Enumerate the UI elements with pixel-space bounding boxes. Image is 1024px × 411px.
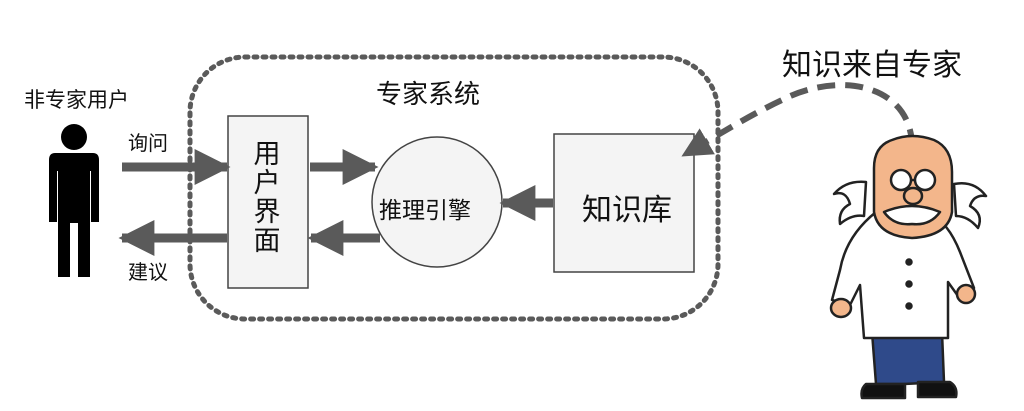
inference-engine-label: 推理引擎 — [379, 198, 471, 224]
expert-system-boundary — [187, 54, 721, 322]
user-interface-label: 用户界面 — [253, 139, 281, 257]
non-expert-user-figure — [49, 124, 99, 277]
expert-figure — [829, 134, 988, 400]
expert-knowledge-dashed-arrow — [681, 82, 915, 158]
non-expert-user-label: 非专家用户 — [24, 88, 129, 112]
query-label: 询问 — [128, 131, 168, 155]
knowledge-from-experts-label: 知识来自专家 — [782, 48, 962, 83]
expert-system-title: 专家系统 — [376, 80, 481, 110]
user-interface-box — [227, 115, 309, 289]
knowledge-base-box — [553, 133, 695, 273]
knowledge-base-label: 知识库 — [582, 193, 672, 228]
advice-label: 建议 — [128, 260, 168, 284]
